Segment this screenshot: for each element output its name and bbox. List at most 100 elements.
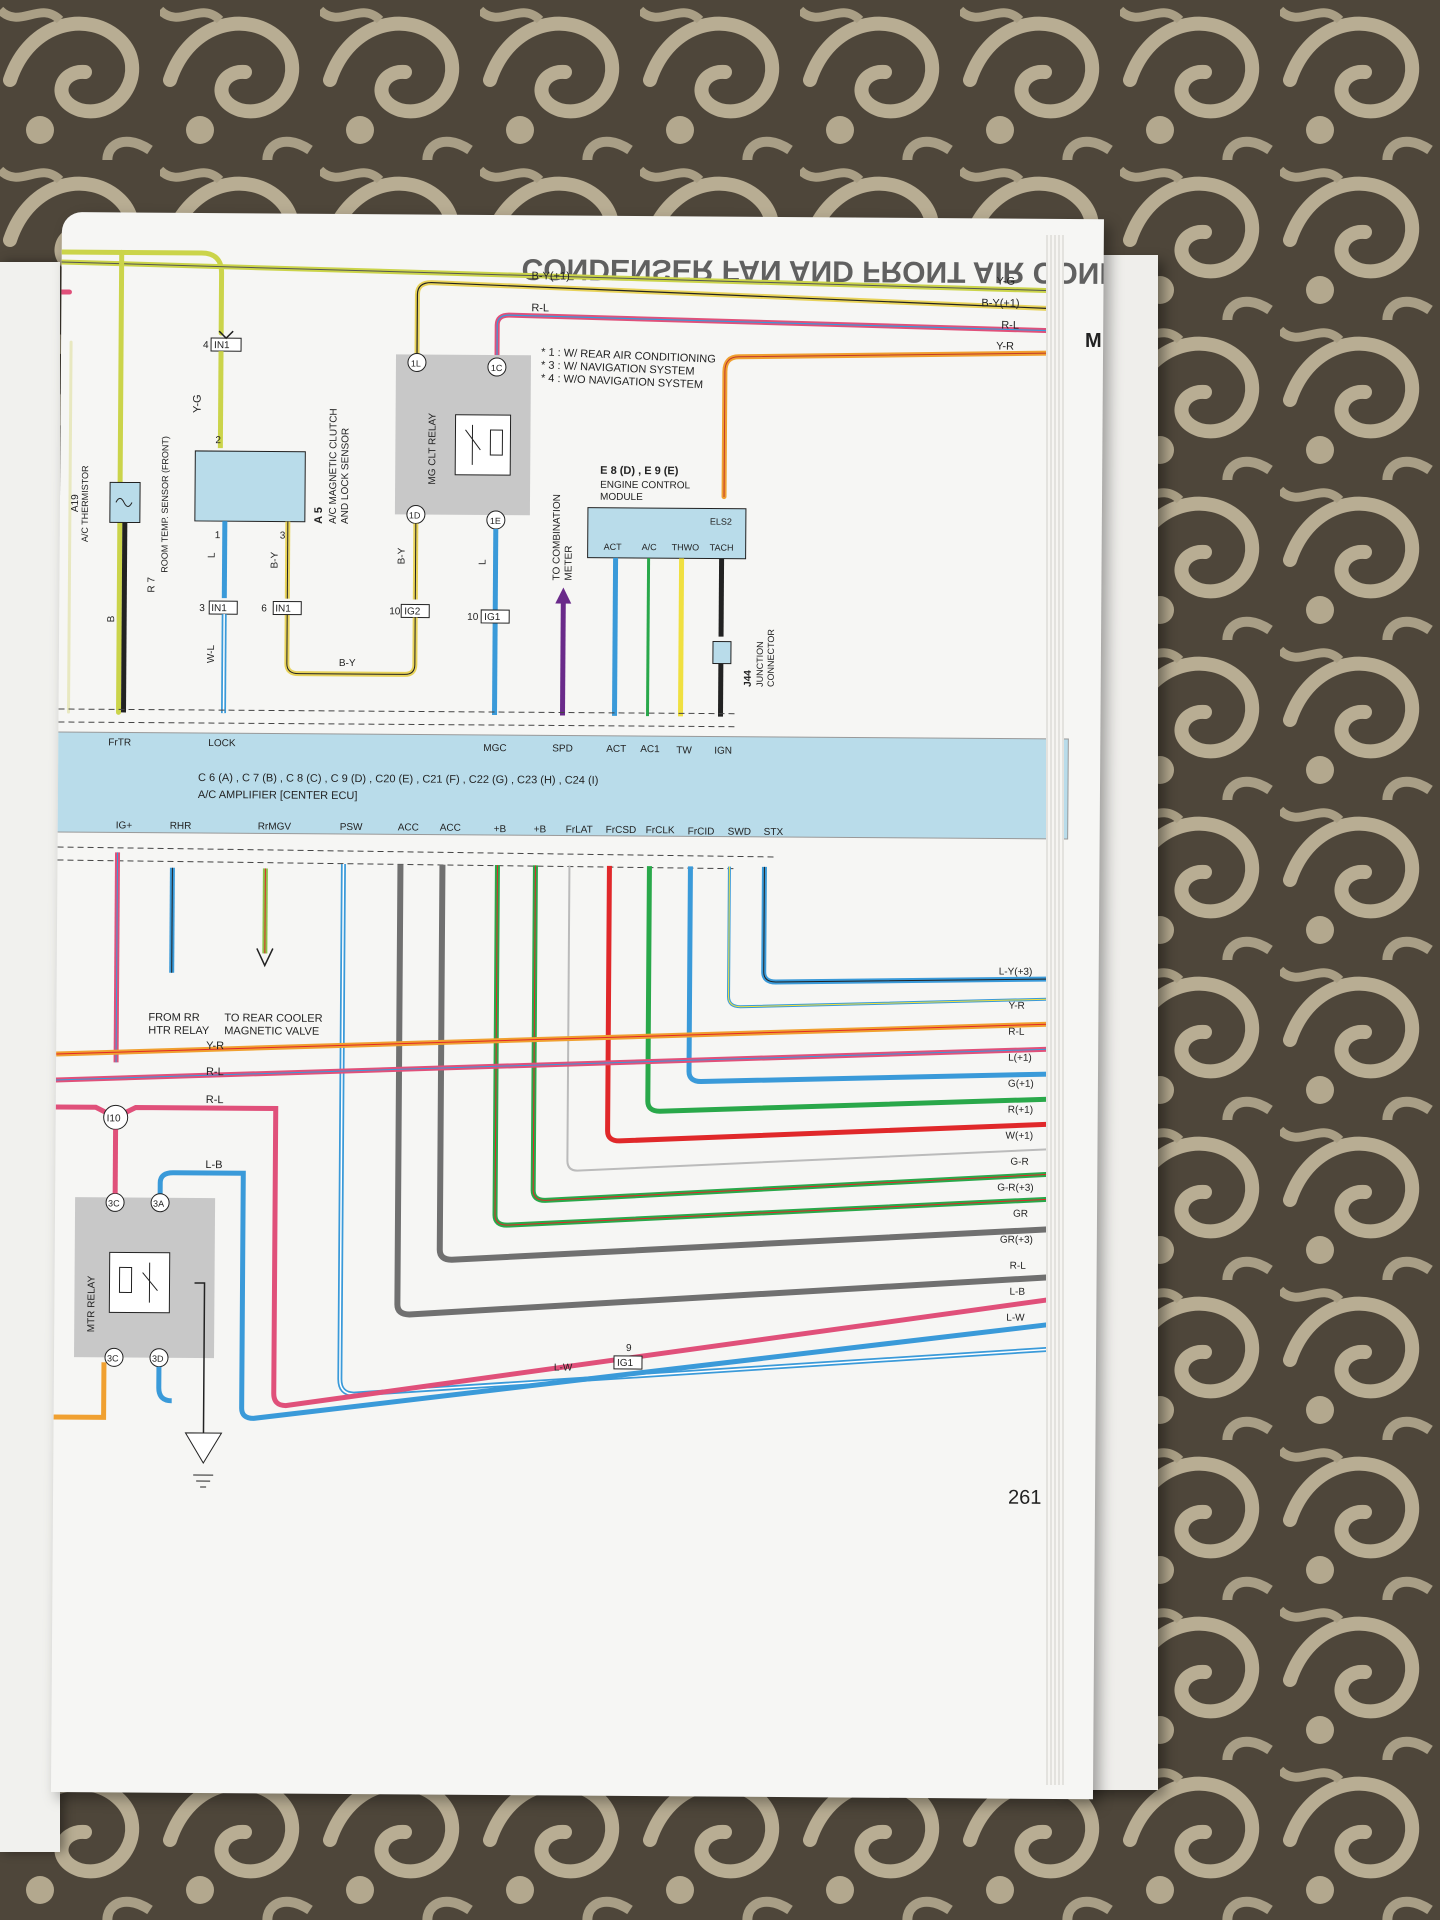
svg-text:Y-R: Y-R: [206, 1040, 224, 1052]
svg-text:TO COMBINATION: TO COMBINATION: [551, 494, 563, 580]
svg-text:E 8 (D) , E 9 (E): E 8 (D) , E 9 (E): [600, 465, 679, 478]
svg-text:2: 2: [215, 435, 221, 446]
connector-ig2: IG2 10: [389, 603, 430, 619]
svg-text:10: 10: [467, 612, 479, 623]
svg-text:G(+1): G(+1): [1008, 1079, 1034, 1090]
svg-text:L-B: L-B: [205, 1159, 222, 1171]
wire-label: R-L: [1001, 320, 1019, 332]
notes: * 1 : W/ REAR AIR CONDITIONING * 3 : W/ …: [541, 346, 716, 391]
r7-room-temp-sensor: R 7 ROOM TEMP. SENSOR (FRONT) A19 A/C TH…: [70, 436, 171, 593]
svg-text:L-W: L-W: [1006, 1313, 1025, 1324]
manual-page: CONDENSER FAN AND FRONT AIR CONDITIONING…: [50, 212, 1104, 1800]
svg-text:1D: 1D: [409, 510, 421, 520]
svg-text:3A: 3A: [153, 1199, 164, 1209]
svg-text:1: 1: [215, 530, 221, 541]
mg-clt-relay: MG CLT RELAY 1L 1C 1D 1E: [394, 352, 532, 530]
svg-text:L(+1): L(+1): [1008, 1053, 1032, 1064]
connector-ig1-bottom: IG1 9 L-W: [554, 1343, 643, 1374]
svg-text:Y-R: Y-R: [1008, 1001, 1024, 1012]
svg-text:SWD: SWD: [728, 827, 751, 838]
svg-text:TACH: TACH: [710, 543, 734, 553]
svg-text:4: 4: [203, 340, 209, 351]
svg-text:L: L: [478, 559, 489, 565]
svg-text:3: 3: [199, 603, 205, 614]
svg-text:1E: 1E: [490, 516, 501, 526]
svg-text:A/C MAGNETIC CLUTCH: A/C MAGNETIC CLUTCH: [328, 408, 340, 524]
svg-text:L: L: [207, 552, 218, 558]
svg-text:C 6 (A) , C 7 (B) , C 8 (C): C 6 (A) , C 7 (B) , C 8 (C) , C 9 (D) , …: [198, 772, 598, 787]
svg-text:FrCSD: FrCSD: [606, 825, 637, 836]
svg-text:3: 3: [280, 531, 286, 542]
svg-text:ENGINE CONTROL: ENGINE CONTROL: [600, 480, 691, 492]
margin-tab: M: [1085, 330, 1102, 352]
svg-text:METER: METER: [563, 546, 574, 581]
svg-text:A19: A19: [70, 494, 81, 512]
svg-text:FrCID: FrCID: [688, 826, 715, 837]
svg-text:W-L: W-L: [206, 644, 217, 663]
svg-text:FROM RR: FROM RR: [148, 1012, 199, 1024]
bottom-wires: [53, 852, 1057, 1421]
top-wires: [58, 249, 1064, 715]
svg-text:3C: 3C: [107, 1353, 119, 1363]
svg-text:IN1: IN1: [211, 603, 227, 614]
svg-text:RHR: RHR: [170, 821, 192, 832]
svg-text:R-L: R-L: [206, 1094, 224, 1106]
svg-text:L-B: L-B: [1009, 1287, 1025, 1298]
svg-text:+B: +B: [534, 824, 547, 835]
svg-text:STX: STX: [764, 827, 784, 838]
svg-text:MG CLT RELAY: MG CLT RELAY: [427, 413, 439, 485]
svg-text:FrLAT: FrLAT: [566, 825, 593, 836]
svg-text:ACT: ACT: [606, 744, 626, 755]
svg-text:MTR RELAY: MTR RELAY: [86, 1275, 97, 1332]
left-page-edge: [0, 262, 60, 1852]
svg-text:R-L: R-L: [1008, 1027, 1025, 1038]
svg-text:MAGNETIC VALVE: MAGNETIC VALVE: [224, 1025, 319, 1038]
svg-text:3D: 3D: [152, 1354, 164, 1364]
right-wire-labels: L-Y(+3) Y-R R-L L(+1) G(+1) R(+1) W(+1) …: [997, 967, 1034, 1324]
svg-text:JUNCTION: JUNCTION: [755, 641, 765, 687]
page-stack-edge: [1046, 235, 1064, 1785]
svg-text:1C: 1C: [491, 363, 503, 373]
svg-text:I10: I10: [107, 1113, 121, 1124]
svg-text:A/C AMPLIFIER [CENTER ECU]: A/C AMPLIFIER [CENTER ECU]: [198, 789, 358, 802]
svg-text:ACC: ACC: [440, 823, 461, 834]
wire-label: Y-G: [996, 276, 1015, 288]
svg-text:SPD: SPD: [552, 743, 573, 754]
svg-text:L-Y(+3): L-Y(+3): [999, 967, 1033, 978]
svg-text:IN1: IN1: [275, 603, 291, 614]
svg-text:TO REAR COOLER: TO REAR COOLER: [224, 1012, 322, 1025]
svg-text:THWO: THWO: [672, 542, 700, 552]
svg-text:IGN: IGN: [714, 746, 732, 757]
page-number: 261: [1008, 1487, 1042, 1509]
engine-control-module: E 8 (D) , E 9 (E) ENGINE CONTROL MODULE …: [587, 465, 747, 560]
svg-text:G-R: G-R: [1010, 1157, 1028, 1168]
svg-text:J44: J44: [743, 670, 754, 687]
svg-text:+B: +B: [494, 824, 507, 835]
svg-text:ROOM TEMP. SENSOR (FRONT): ROOM TEMP. SENSOR (FRONT): [159, 436, 170, 573]
svg-text:IN1: IN1: [214, 340, 230, 351]
svg-text:IG2: IG2: [404, 606, 421, 617]
svg-text:B: B: [106, 615, 117, 622]
svg-text:AND LOCK SENSOR: AND LOCK SENSOR: [340, 428, 352, 524]
svg-text:6: 6: [261, 603, 267, 614]
svg-text:A 5: A 5: [313, 507, 325, 524]
svg-text:R-L: R-L: [1010, 1261, 1027, 1272]
svg-text:ELS2: ELS2: [710, 517, 732, 527]
svg-text:GR(+3): GR(+3): [1000, 1235, 1033, 1246]
wire-label: B-Y(+1): [981, 297, 1019, 309]
wire-label: Y-R: [996, 341, 1014, 353]
svg-text:HTR RELAY: HTR RELAY: [148, 1025, 210, 1037]
svg-text:R-L: R-L: [206, 1066, 224, 1078]
mtr-relay: MTR RELAY 3C 3A 3C 3D: [74, 1192, 216, 1368]
svg-text:FrTR: FrTR: [108, 737, 131, 748]
svg-text:A/C: A/C: [642, 542, 658, 552]
svg-text:TW: TW: [676, 745, 692, 756]
svg-text:L-W: L-W: [554, 1362, 573, 1373]
svg-text:3C: 3C: [108, 1198, 120, 1208]
svg-text:LOCK: LOCK: [208, 738, 236, 749]
wire-label: B-Y(+1): [532, 270, 570, 282]
connector-in1-top: IN1 4: [203, 330, 242, 352]
svg-text:MODULE: MODULE: [600, 492, 643, 503]
svg-text:A/C THERMISTOR: A/C THERMISTOR: [80, 465, 91, 542]
svg-text:CONNECTOR: CONNECTOR: [766, 629, 776, 687]
